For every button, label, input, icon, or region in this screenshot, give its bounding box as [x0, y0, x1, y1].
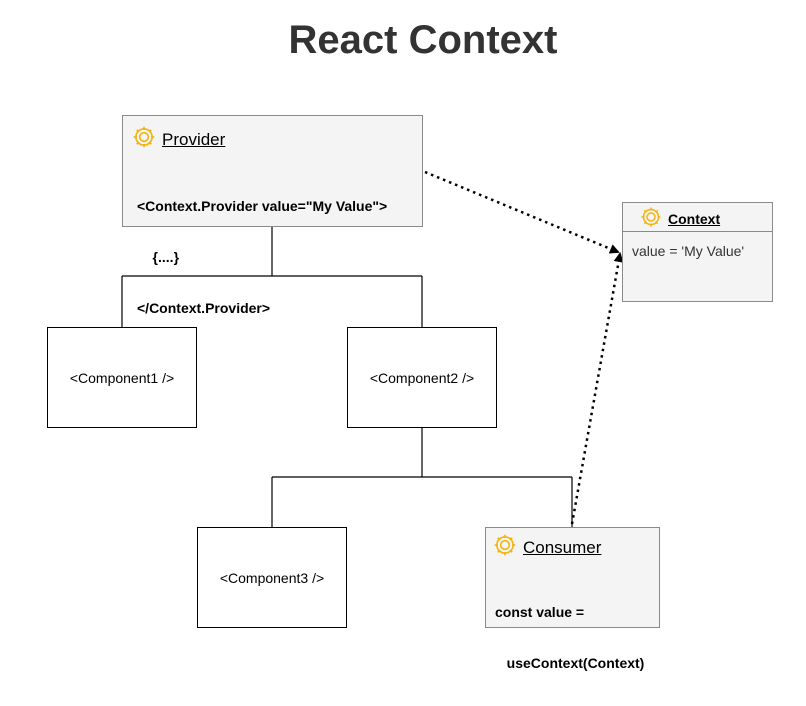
provider-code-line: <Context.Provider value="My Value"> — [137, 198, 388, 214]
gear-icon — [492, 532, 518, 563]
component1-box: <Component1 /> — [47, 327, 197, 428]
provider-code: <Context.Provider value="My Value"> {...… — [137, 164, 387, 351]
provider-title: Provider — [162, 129, 226, 149]
provider-box: Provider <Context.Provider value="My Val… — [122, 115, 423, 316]
consumer-code-line: useContext(Context) — [495, 655, 645, 671]
diagram-title: React Context — [288, 18, 558, 62]
context-title: Context — [668, 210, 721, 227]
provider-code-line: {....} — [137, 249, 180, 265]
context-value: value = 'My Value' — [632, 243, 745, 259]
component2-box: <Component2 /> — [347, 327, 497, 428]
tree-line-component2 — [271, 427, 573, 527]
consumer-code-line: const value = — [495, 604, 585, 620]
provider-header: Provider — [131, 124, 225, 155]
consumer-box: Consumer const value = useContext(Contex… — [485, 527, 660, 671]
context-divider — [623, 231, 772, 232]
context-box: Context value = 'My Value' — [622, 202, 773, 302]
context-header: Context — [639, 205, 720, 232]
provider-to-context-arrow — [424, 170, 620, 254]
consumer-to-context-arrow — [570, 252, 624, 525]
gear-icon — [131, 124, 157, 155]
gear-icon — [639, 205, 663, 232]
consumer-title: Consumer — [523, 537, 602, 557]
consumer-code: const value = useContext(Context) — [495, 570, 644, 706]
connector-lines — [121, 170, 624, 527]
tree-line-provider — [121, 227, 423, 327]
component3-box: <Component3 /> — [197, 527, 347, 628]
consumer-header: Consumer — [492, 532, 601, 563]
provider-code-line: </Context.Provider> — [137, 300, 271, 316]
